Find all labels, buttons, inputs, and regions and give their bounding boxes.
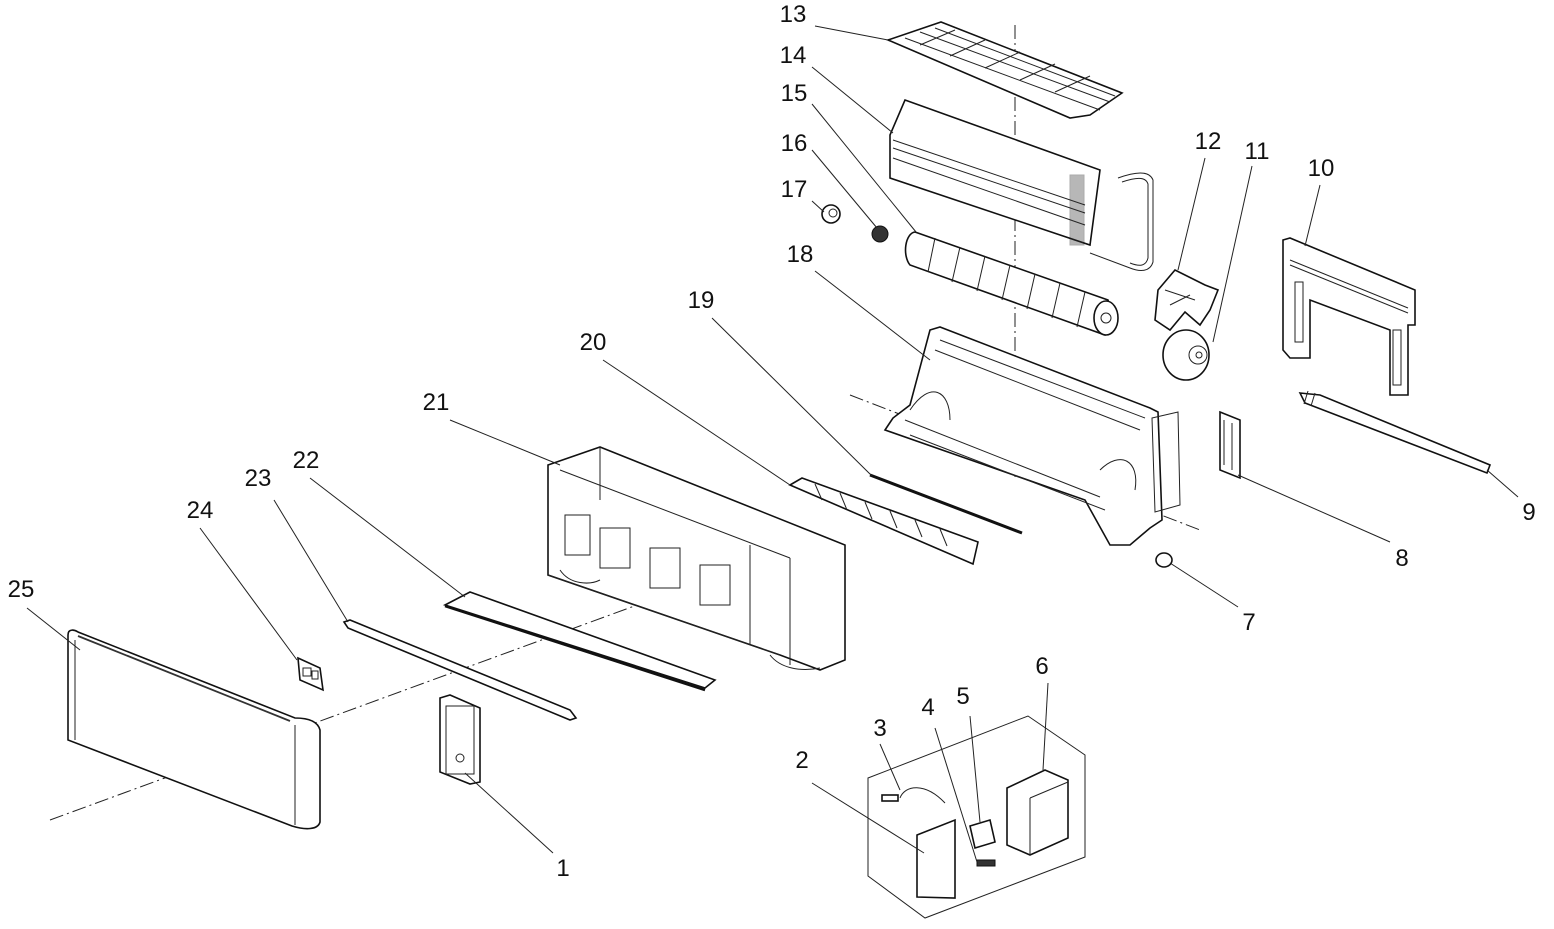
leader-1 <box>464 772 554 854</box>
part-22-horizontal-louver[interactable] <box>442 591 717 692</box>
callout-labels: 1 2 3 4 5 6 7 8 9 10 11 12 13 14 15 16 1… <box>8 1 1536 882</box>
part-16-bearing[interactable] <box>871 225 889 243</box>
leader-21 <box>449 419 561 466</box>
callout-24: 24 <box>187 497 214 524</box>
leader-6 <box>1042 682 1049 771</box>
leader-19 <box>711 317 873 477</box>
part-12-motor-cover[interactable] <box>1154 269 1220 332</box>
part-13-air-filter[interactable] <box>885 21 1124 119</box>
part-10-wall-mounting-plate[interactable] <box>1282 237 1416 396</box>
callout-12: 12 <box>1195 128 1222 155</box>
part-19-louver-linkage[interactable] <box>869 473 1023 535</box>
part-6-control-board[interactable] <box>1006 769 1069 856</box>
leader-22 <box>309 477 466 598</box>
callout-18: 18 <box>787 241 814 268</box>
callout-7: 7 <box>1242 609 1255 636</box>
electrical-box-group <box>867 715 1086 919</box>
leader-11 <box>1212 165 1253 343</box>
callout-11: 11 <box>1245 138 1270 165</box>
callout-25: 25 <box>8 576 35 603</box>
leader-18 <box>814 270 931 361</box>
leader-24 <box>199 527 298 661</box>
callout-9: 9 <box>1522 499 1535 526</box>
leader-20 <box>602 359 791 486</box>
part-23-louver-blade[interactable] <box>342 619 578 721</box>
part-5-terminal-block[interactable] <box>969 818 996 850</box>
leader-23 <box>273 499 349 623</box>
leader-14 <box>811 66 894 134</box>
callout-10: 10 <box>1308 155 1335 182</box>
leader-5 <box>969 715 981 823</box>
callout-16: 16 <box>781 130 808 157</box>
callout-2: 2 <box>795 747 808 774</box>
leader-lines <box>26 25 1519 863</box>
leader-9 <box>1486 469 1519 498</box>
leader-13 <box>814 25 889 41</box>
callout-20: 20 <box>580 329 607 356</box>
leader-17 <box>811 200 825 213</box>
part-15-cross-flow-fan[interactable] <box>904 231 1119 336</box>
part-2-electrical-cover[interactable] <box>916 818 956 899</box>
leader-8 <box>1237 474 1391 543</box>
part-17-bearing-holder[interactable] <box>821 204 841 224</box>
part-1-remote-controller-holder[interactable] <box>439 694 481 785</box>
part-3-wire[interactable] <box>881 787 946 804</box>
leader-7 <box>1169 562 1239 608</box>
leader-12 <box>1177 157 1206 271</box>
part-20-vertical-louver-assembly[interactable] <box>788 477 979 566</box>
part-9-drain-hose[interactable] <box>1298 390 1492 475</box>
leader-2 <box>811 782 925 854</box>
part-7-clip[interactable] <box>1155 552 1173 568</box>
callout-17: 17 <box>781 176 808 203</box>
part-8-bracket[interactable] <box>1219 410 1241 480</box>
part-24-display-board[interactable] <box>297 656 324 692</box>
part-18-chassis[interactable] <box>883 326 1181 546</box>
callout-13: 13 <box>780 1 807 28</box>
callout-14: 14 <box>780 42 807 69</box>
leader-4 <box>934 727 978 863</box>
callout-1: 1 <box>556 855 569 882</box>
callout-6: 6 <box>1035 653 1048 680</box>
callout-5: 5 <box>956 683 969 710</box>
part-14-evaporator-coil[interactable] <box>889 98 1154 271</box>
part-21-front-panel-frame[interactable] <box>547 446 846 671</box>
leader-25 <box>26 607 81 651</box>
leader-3 <box>879 743 901 791</box>
part-4-connector[interactable] <box>976 859 996 867</box>
part-25-front-cover[interactable] <box>67 629 321 830</box>
callout-23: 23 <box>245 465 272 492</box>
callout-3: 3 <box>873 715 886 742</box>
leader-10 <box>1304 184 1321 247</box>
part-11-fan-motor[interactable] <box>1162 329 1210 381</box>
callout-21: 21 <box>423 389 450 416</box>
callout-8: 8 <box>1395 545 1408 572</box>
callout-19: 19 <box>688 287 715 314</box>
callout-4: 4 <box>921 694 934 721</box>
callout-15: 15 <box>781 80 808 107</box>
callout-22: 22 <box>293 447 320 474</box>
leader-15 <box>811 103 917 233</box>
leader-16 <box>811 149 878 229</box>
